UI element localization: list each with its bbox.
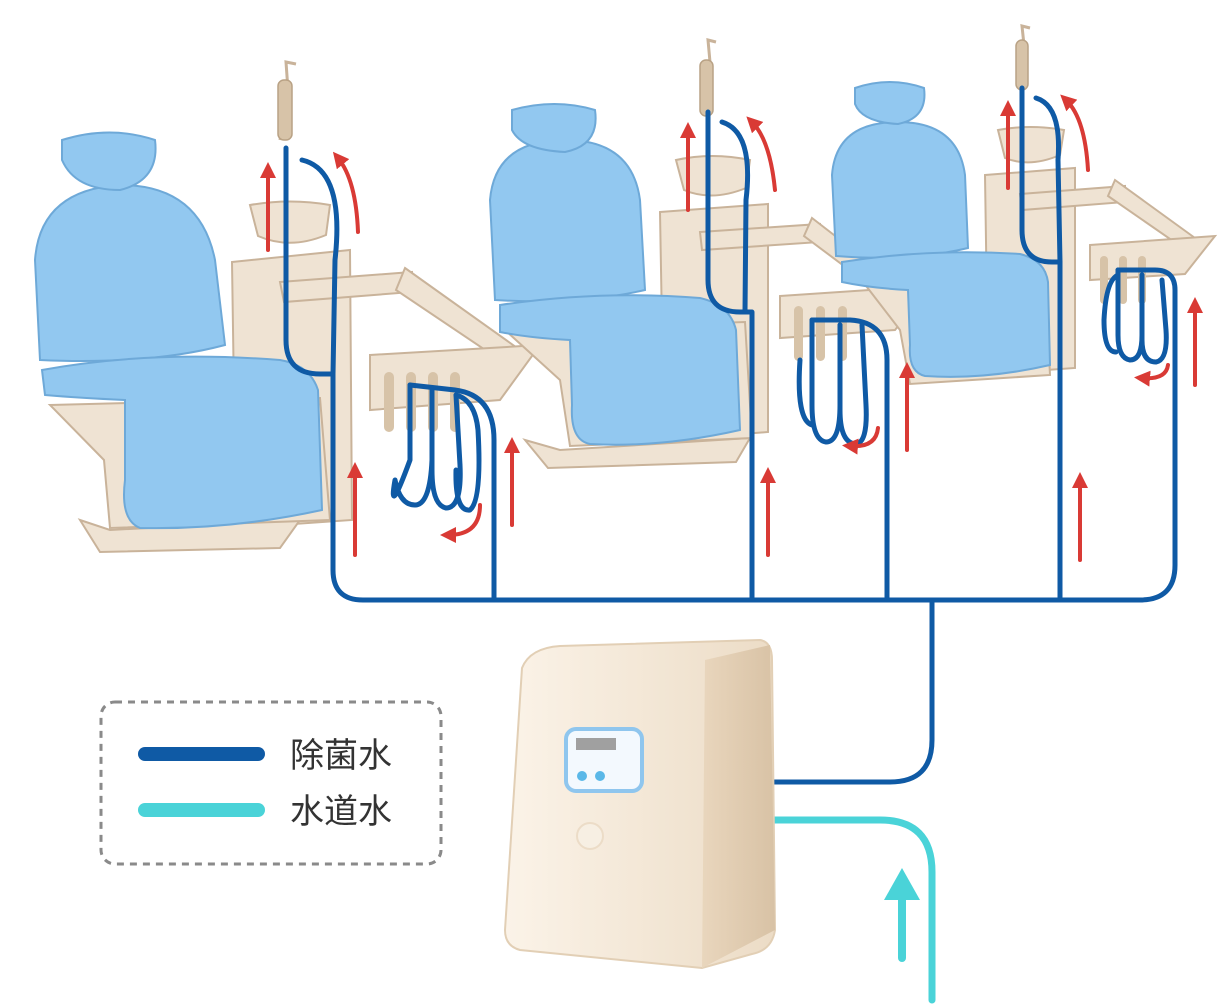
tap-water-pipe [766,816,936,1004]
indicator-light [595,771,605,781]
water-generator-icon [503,638,777,970]
flow-arrow-icon [1060,94,1090,172]
flow-arrow-icon [440,503,482,543]
display-screen [576,738,616,750]
flow-arrow-icon [842,426,880,455]
legend: 除菌水 水道水 [99,700,443,866]
power-button-icon [576,822,604,850]
flow-arrow-icon [332,151,360,234]
indicator-light [577,771,587,781]
legend-label-tap: 水道水 [290,792,392,832]
dental-chair-3 [830,24,1218,386]
legend-label-sterilized: 除菌水 [290,736,392,776]
flow-arrow-icon [746,116,777,192]
legend-box [99,700,443,866]
tap-water-arrow-icon [884,868,920,962]
sterilized-water-pipes [283,85,1178,785]
flow-arrows [260,94,1203,562]
dental-chair-2 [488,38,933,470]
flow-arrow-icon [1134,363,1170,387]
